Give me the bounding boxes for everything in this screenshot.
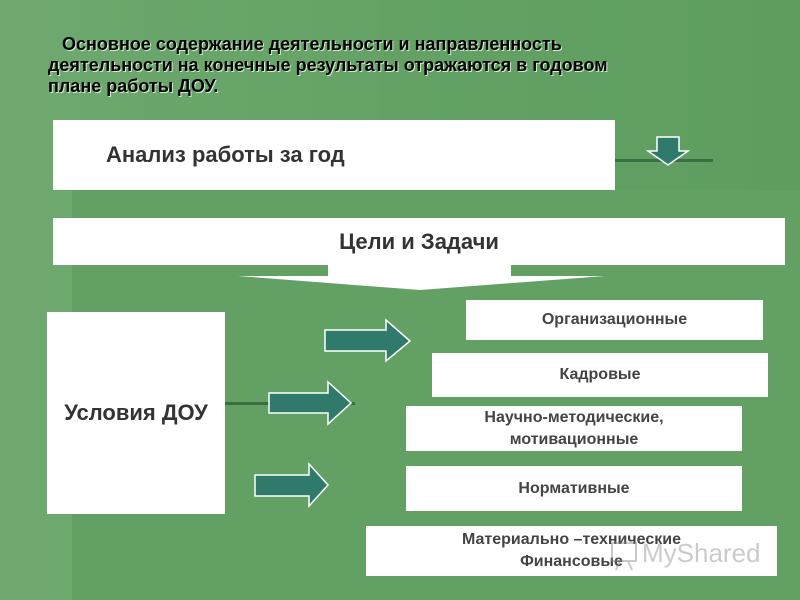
- conditions-label: Условия ДОУ: [64, 400, 208, 425]
- category-material-label-line2: Финансовые: [520, 553, 623, 570]
- analysis-box: Анализ работы за год: [53, 120, 615, 190]
- category-scientific-box: Научно-методические, мотивационные: [406, 406, 742, 451]
- category-staff-box: Кадровые: [432, 353, 768, 397]
- category-material-label-line1: Материально –технические: [462, 531, 681, 548]
- down-arrow-icon: [645, 136, 691, 166]
- conditions-box: Условия ДОУ: [47, 312, 225, 514]
- slide-title: Основное содержание деятельности и напра…: [48, 34, 778, 97]
- category-scientific-label-line2: мотивационные: [509, 430, 639, 448]
- watermark-text: MyShared: [642, 538, 761, 568]
- presentation-logo-icon: [611, 542, 637, 571]
- right-arrow-icon: [254, 462, 330, 508]
- category-organizational-box: Организационные: [466, 300, 763, 340]
- goals-label: Цели и Задачи: [339, 228, 499, 254]
- category-organizational-label: Организационные: [541, 311, 688, 328]
- category-material-box: Материально –технические Финансовые: [366, 526, 777, 576]
- right-arrow-icon: [324, 318, 412, 363]
- right-arrow-icon: [268, 380, 353, 426]
- category-normative-box: Нормативные: [406, 466, 742, 511]
- goals-down-arrow-icon: [238, 265, 605, 290]
- title-line-3: плане работы ДОУ.: [48, 76, 219, 96]
- goals-box: Цели и Задачи: [53, 218, 785, 265]
- analysis-label: Анализ работы за год: [106, 142, 345, 167]
- category-staff-label: Кадровые: [559, 366, 641, 383]
- category-scientific-label-line1: Научно-методические,: [484, 408, 664, 426]
- title-line-2: деятельности на конечные результаты отра…: [48, 55, 608, 75]
- title-line-1: Основное содержание деятельности и напра…: [62, 34, 562, 54]
- category-normative-label: Нормативные: [518, 479, 630, 497]
